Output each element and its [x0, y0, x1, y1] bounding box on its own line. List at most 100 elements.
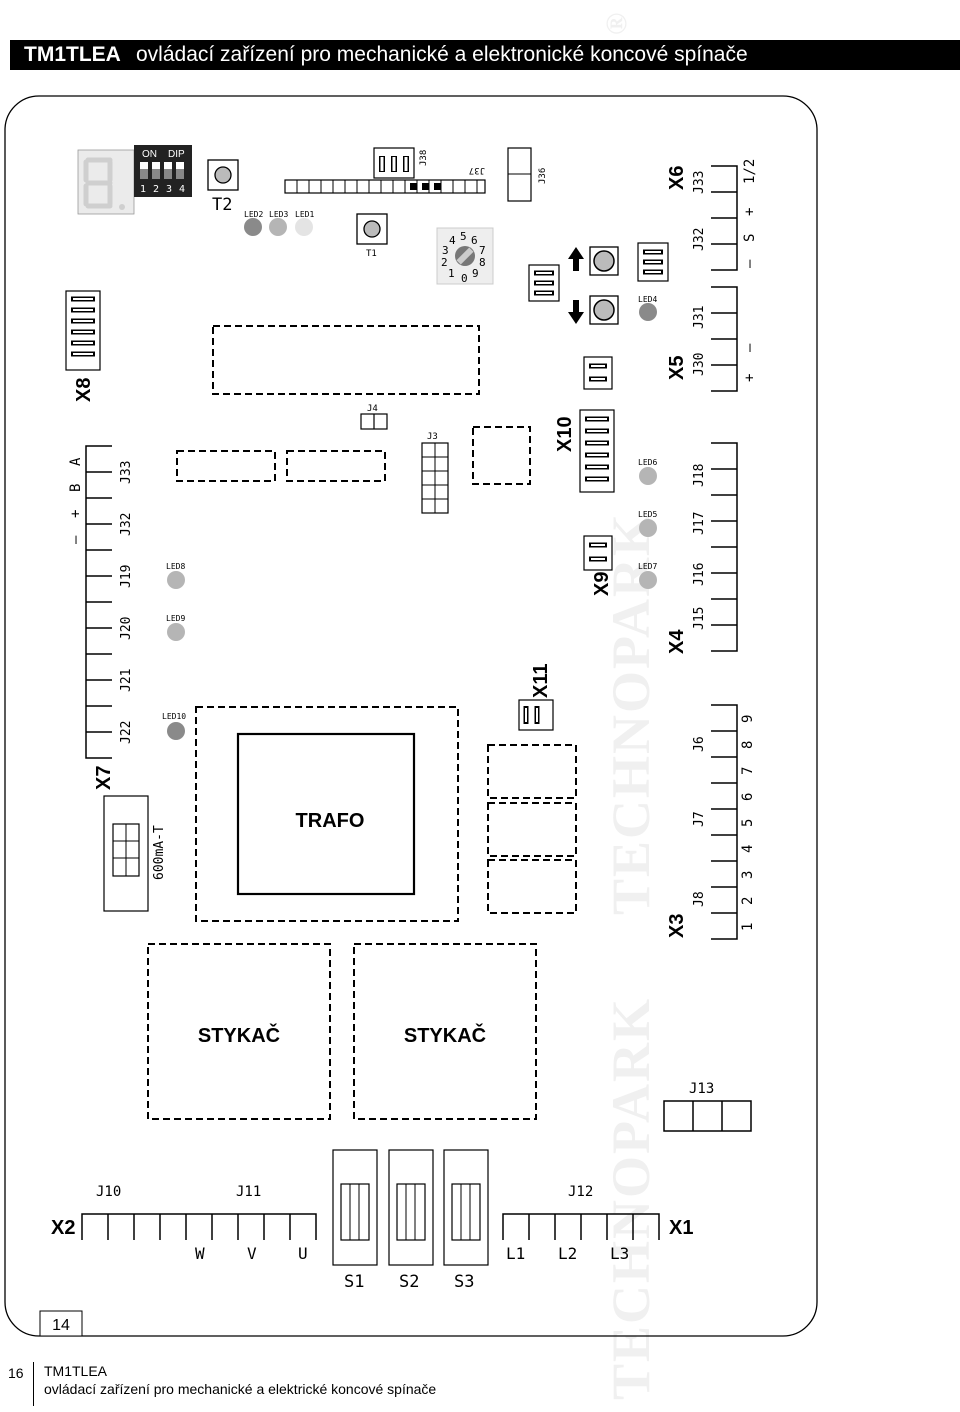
led9-label: LED9: [166, 614, 185, 623]
j15-label: J15: [692, 607, 707, 630]
rotary-digits: 0 1 2 3 4 5 6 7 8 9: [441, 230, 486, 285]
x7-sign-b: B: [68, 484, 84, 492]
contactor-left-outline: [147, 943, 331, 1120]
switch-s1[interactable]: [332, 1149, 378, 1266]
x5-sign-plus: +: [742, 374, 758, 382]
x11-terminal[interactable]: [518, 699, 554, 731]
led6-indicator: [639, 467, 657, 485]
x1-label: X1: [669, 1217, 693, 1239]
x2-label: X2: [51, 1217, 75, 1239]
led10-label: LED10: [162, 712, 186, 721]
x2-terminal-block[interactable]: [81, 1213, 317, 1240]
led7-label: LED7: [638, 562, 657, 571]
j38-jumper[interactable]: [373, 147, 415, 179]
j4-jumper[interactable]: [360, 413, 388, 430]
led2-label: LED2: [244, 210, 263, 219]
dip-number-4: 4: [179, 184, 185, 195]
x7-terminal-block[interactable]: [85, 445, 112, 759]
x3-label: X3: [666, 914, 688, 938]
rotary-digit-9: 9: [472, 267, 479, 280]
j13-label: J13: [689, 1081, 714, 1097]
x9-label: X9: [591, 572, 613, 596]
t2-button[interactable]: [207, 159, 239, 191]
terminal-w-label: W: [195, 1244, 205, 1263]
x3-pin-6: 6: [740, 793, 756, 801]
rotary-digit-0: 0: [461, 272, 468, 285]
footer-subtitle: ovládací zařízení pro mechanické a elekt…: [44, 1381, 437, 1397]
j19-label: J19: [119, 565, 134, 588]
footer-divider: [33, 1362, 34, 1406]
j33-right-label: J33: [692, 171, 707, 194]
j36-label: J36: [538, 168, 548, 184]
rotary-switch[interactable]: [436, 227, 494, 285]
j3-label: J3: [427, 432, 438, 442]
j38-label: J38: [419, 150, 429, 166]
x7-sign-plus: +: [68, 510, 84, 518]
j12-label: J12: [568, 1184, 593, 1200]
x3-pin-3: 3: [740, 871, 756, 879]
x3-pin-2: 2: [740, 897, 756, 905]
j36-connector: [507, 147, 532, 202]
x10-terminal[interactable]: [579, 409, 615, 493]
x4-label: X4: [666, 629, 688, 654]
j16-label: J16: [692, 563, 707, 586]
x3-terminal-block[interactable]: [711, 704, 738, 940]
led8-indicator: [167, 571, 185, 589]
x9-terminal[interactable]: [583, 535, 613, 571]
rotary-digit-2: 2: [441, 256, 448, 269]
led4-indicator: [639, 303, 657, 321]
figure-number-box: [39, 1310, 83, 1337]
figure-number: 14: [52, 1317, 70, 1334]
j10-label: J10: [96, 1184, 121, 1200]
x11-label: X11: [530, 664, 552, 698]
j11-label: J11: [236, 1184, 261, 1200]
switch-s3[interactable]: [443, 1149, 489, 1266]
jumper-block-c[interactable]: [583, 356, 613, 390]
x5-terminal-block[interactable]: [711, 286, 738, 392]
terminal-u-label: U: [298, 1244, 308, 1263]
jumper-block-b[interactable]: [637, 242, 669, 282]
up-button[interactable]: [589, 246, 619, 276]
s1-label: S1: [344, 1272, 364, 1292]
led2-indicator: [244, 218, 262, 236]
x3-pin-5: 5: [740, 819, 756, 827]
down-button[interactable]: [589, 295, 619, 325]
x7-sign-a: A: [68, 457, 84, 466]
page-title-bar: TM1TLEA ovládací zařízení pro mechanické…: [10, 40, 960, 70]
j32-left-label: J32: [119, 513, 134, 536]
dip-switch[interactable]: ON DIP 1 2 3 4: [134, 145, 192, 197]
title-description: ovládací zařízení pro mechanické a elekt…: [136, 43, 748, 66]
switch-s2[interactable]: [388, 1149, 434, 1266]
chip-outline-left: [176, 450, 276, 482]
dip-on-label: ON: [142, 149, 157, 160]
terminal-v-label: V: [247, 1244, 257, 1263]
relay-outline-2: [487, 802, 577, 857]
x6-sign-half: 1/2: [742, 159, 758, 184]
microcontroller-outline: [212, 325, 480, 395]
terminal-l1-label: L1: [506, 1244, 525, 1263]
relay-outline-3: [487, 859, 577, 914]
x8-terminal[interactable]: [65, 290, 101, 371]
j22-label: J22: [119, 721, 134, 744]
down-arrow-icon: [568, 300, 584, 324]
x6-terminal-block[interactable]: [711, 165, 738, 271]
rotary-digit-4: 4: [449, 234, 456, 247]
board-outline: [4, 95, 818, 1337]
x1-terminal-block[interactable]: [502, 1213, 660, 1240]
page-number: 16: [8, 1365, 24, 1381]
rotary-digit-6: 6: [471, 234, 478, 247]
pin-header-connector: [284, 179, 486, 194]
rotary-digit-5: 5: [460, 230, 467, 243]
trafo-label: TRAFO: [296, 810, 365, 832]
trafo-inner-outline: [236, 732, 416, 896]
x4-terminal-block[interactable]: [711, 442, 738, 652]
jumper-block-a[interactable]: [528, 264, 560, 302]
j30-right-label: J30: [692, 353, 707, 376]
chip-outline-right: [286, 450, 386, 482]
x3-pin-7: 7: [740, 767, 756, 775]
j8-label: J8: [692, 891, 707, 907]
j20-label: J20: [119, 617, 134, 640]
t1-button[interactable]: [356, 213, 388, 245]
fuse-holder[interactable]: [103, 795, 149, 912]
